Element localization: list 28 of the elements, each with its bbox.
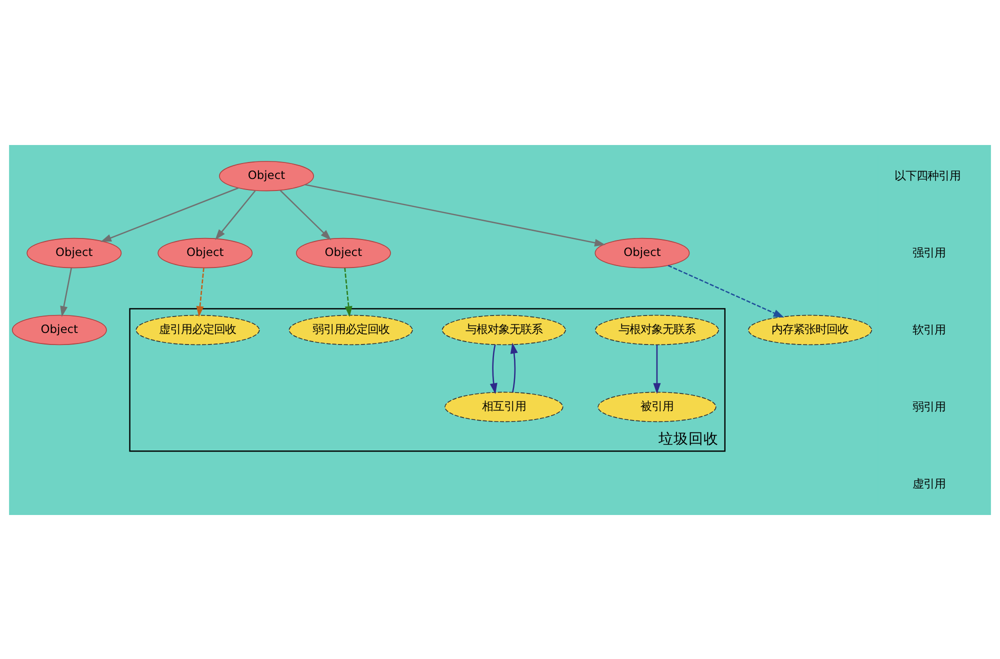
legend-label: 软引用 <box>912 322 946 336</box>
arrow <box>304 183 606 246</box>
node-ellipse: Object <box>219 160 314 191</box>
node-ellipse: Object <box>26 237 122 268</box>
node-ellipse: 虚引用必定回收 <box>136 314 260 345</box>
node-ellipse: Object <box>296 237 391 268</box>
node-ellipse: 弱引用必定回收 <box>288 314 413 345</box>
arrow <box>344 267 352 317</box>
arrow <box>490 344 498 394</box>
node-ellipse: 相互引用 <box>444 391 564 422</box>
legend-label: 强引用 <box>912 244 946 259</box>
arrow <box>510 342 518 392</box>
node-ellipse: 被引用 <box>598 391 716 422</box>
node-ellipse: 内存紧张时回收 <box>748 314 872 345</box>
arrow <box>215 190 256 240</box>
node-ellipse: Object <box>12 314 107 345</box>
arrow <box>668 264 784 318</box>
arrow <box>60 267 72 317</box>
arrow <box>196 267 204 317</box>
legend-label: 虚引用 <box>912 476 946 490</box>
arrow <box>653 344 661 394</box>
arrow <box>280 189 332 240</box>
legend-label: 弱引用 <box>912 398 946 413</box>
arrow <box>100 186 239 242</box>
node-ellipse: 与根对象无联系 <box>594 314 719 345</box>
node-ellipse: Object <box>158 237 253 268</box>
legend-label: 以下四种引用 <box>894 168 960 182</box>
node-ellipse: 与根对象无联系 <box>442 314 566 345</box>
